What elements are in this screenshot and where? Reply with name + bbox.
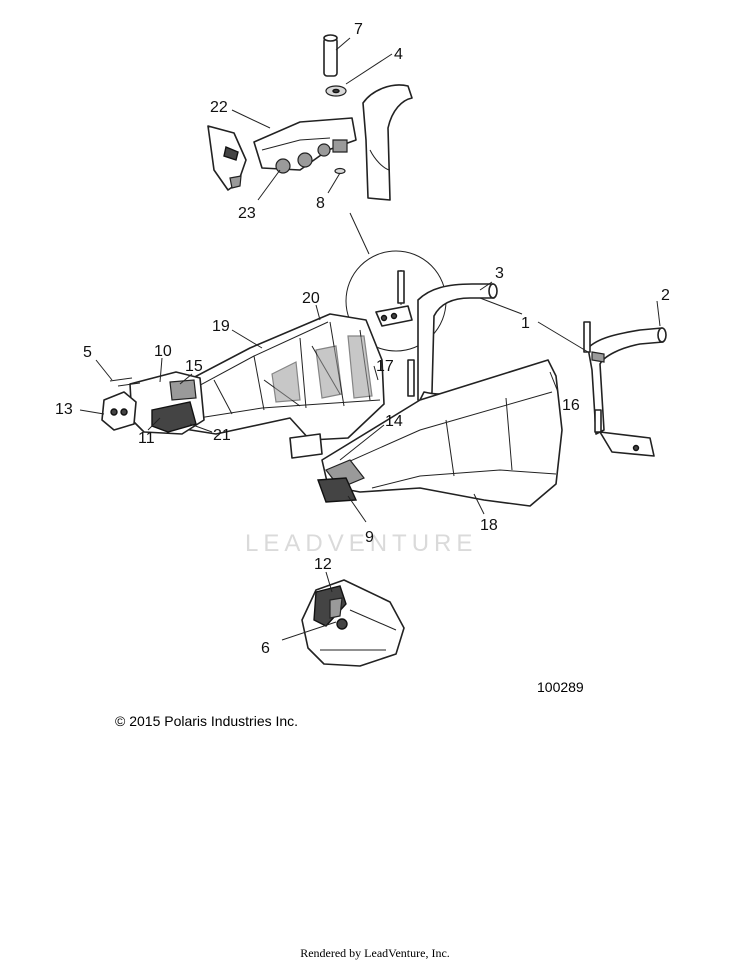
grab-bar-tube: [587, 327, 664, 435]
tube-section: [362, 84, 413, 201]
callouts: 1 2 3 4 5 6 7 8 9 10 11 12 13 14 15 16 1…: [55, 21, 670, 657]
callout-19: 19: [212, 318, 230, 335]
callout-10: 10: [154, 343, 172, 360]
callout-12: 12: [314, 556, 332, 573]
callout-20: 20: [302, 290, 320, 307]
callout-17: 17: [376, 358, 394, 375]
clip: [334, 167, 346, 175]
callout-2: 2: [661, 287, 670, 304]
bracket-nut: [317, 143, 331, 157]
latch-plate: [101, 391, 137, 431]
grab-bar-right: [583, 321, 667, 457]
callout-9: 9: [365, 529, 374, 546]
callout-7: 7: [354, 21, 363, 38]
copyright-text: © 2015 Polaris Industries Inc.: [115, 713, 299, 729]
door-panel-outer: [321, 359, 563, 507]
rendered-by-footer: Rendered by LeadVenture, Inc.: [300, 946, 450, 960]
bracket-nut: [275, 158, 291, 174]
figure-number: 100289: [537, 679, 584, 695]
watermark-text: LEADVENTURE: [245, 530, 477, 557]
frame-side-assembly: [101, 313, 385, 441]
door-bracket: [289, 433, 323, 459]
bushing: [332, 139, 348, 153]
callout-18: 18: [480, 517, 498, 534]
callout-23: 23: [238, 205, 256, 222]
hinge-detail-group: [207, 34, 413, 201]
bracket-nut: [297, 152, 313, 168]
callout-5: 5: [83, 344, 92, 361]
callout-1: 1: [521, 315, 530, 332]
callout-6: 6: [261, 640, 270, 657]
callout-8: 8: [316, 195, 325, 212]
door-panel: [289, 359, 563, 507]
callout-14: 14: [385, 413, 403, 430]
callout-15: 15: [185, 358, 203, 375]
callout-11: 11: [138, 430, 155, 447]
callout-13: 13: [55, 401, 73, 418]
fastener: [336, 618, 348, 630]
callout-16: 16: [562, 397, 580, 414]
callout-21: 21: [213, 427, 231, 444]
callout-3: 3: [495, 265, 504, 282]
callout-4: 4: [394, 46, 403, 63]
leader-lines: [79, 37, 661, 641]
mount-plate: [599, 431, 655, 457]
callout-22: 22: [210, 99, 228, 116]
pivot-pin: [323, 37, 338, 77]
handle-cup-detail: [301, 579, 405, 667]
